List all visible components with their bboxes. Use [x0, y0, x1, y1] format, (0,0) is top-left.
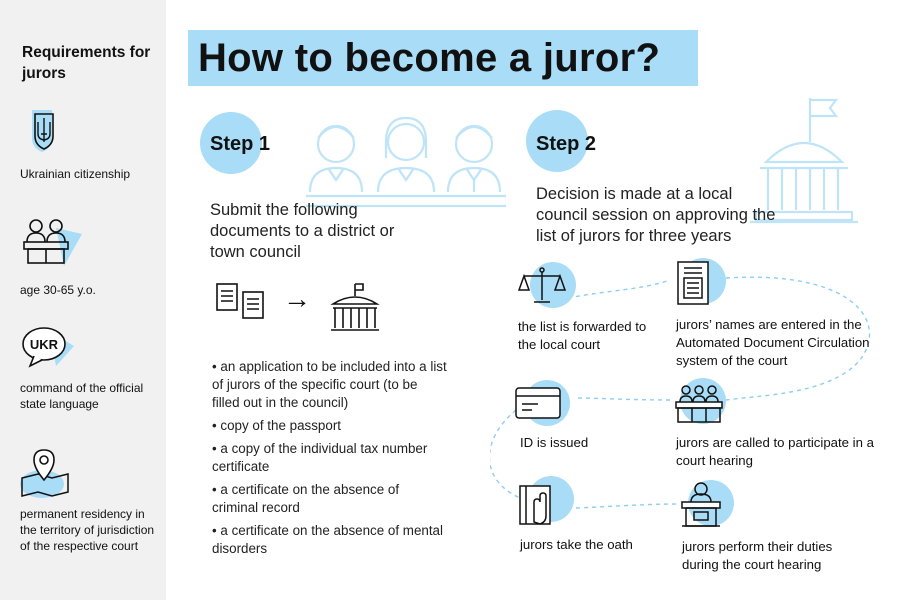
- court-building-illustration-icon: [750, 98, 858, 224]
- two-people-at-desk-icon: [20, 214, 82, 268]
- documents-icon: [216, 283, 264, 319]
- requirement-text: command of the official state language: [20, 381, 144, 411]
- requirement-language: UKR command of the official state langua…: [20, 322, 160, 412]
- scales-icon: [518, 267, 566, 303]
- trident-coat-of-arms-icon: [20, 108, 80, 162]
- people-illustration-icon: [306, 116, 506, 208]
- process-flow-connector: [490, 276, 871, 509]
- step-2-circle: [526, 110, 588, 172]
- process-step-label: jurors take the oath: [520, 537, 633, 552]
- requirement-text: age 30-65 y.o.: [20, 283, 96, 297]
- step-2-decision: Decision is made at a local council sess…: [536, 185, 776, 245]
- document-item: • a certificate on the absence of crimin…: [212, 482, 400, 515]
- requirement-age: age 30-65 y.o.: [20, 214, 160, 298]
- step-word: Step: [536, 133, 580, 155]
- document-item: • a copy of the individual tax number ce…: [212, 441, 428, 474]
- requirement-text: Ukrainian citizenship: [20, 167, 131, 181]
- requirement-residency: permanent residency in the territory of …: [20, 448, 160, 554]
- map-pin-icon: [20, 448, 80, 502]
- document-item: • an application to be included into a l…: [212, 359, 447, 410]
- requirements-sidebar: Requirements for jurors Ukrainian citize…: [0, 0, 166, 600]
- requirement-citizenship: Ukrainian citizenship: [20, 108, 160, 182]
- page-title: How to become a juror?: [198, 36, 661, 80]
- speech-bubble-icon: UKR: [20, 322, 80, 376]
- sidebar-title: Requirements for jurors: [22, 44, 151, 82]
- step-1-label: Step 1: [210, 131, 270, 157]
- step-1-instruction: Submit the following documents to a dist…: [210, 201, 395, 261]
- council-building-icon: [330, 283, 380, 331]
- step-1-circle: [200, 112, 262, 174]
- step-word: Step: [210, 133, 254, 155]
- step-2-label: Step 2: [536, 131, 596, 157]
- hand-on-book-icon: [519, 485, 551, 525]
- process-step-label: the list is forwarded to the local court: [518, 319, 647, 352]
- step-number: 1: [258, 133, 271, 155]
- documents-flow: →: [215, 282, 385, 338]
- process-step-label: jurors are called to participate in a co…: [676, 435, 874, 468]
- requirement-text: permanent residency in the territory of …: [20, 507, 155, 553]
- process-step-1-circle: [530, 262, 576, 308]
- arrow-right-icon: →: [283, 283, 311, 314]
- document-item: • copy of the passport: [212, 418, 341, 433]
- document-item: • a certificate on the absence of mental…: [212, 523, 443, 556]
- judge-at-podium-icon: [681, 482, 721, 527]
- process-step-label: jurors perform their duties during the c…: [682, 539, 833, 572]
- bubble-text: UKR: [30, 337, 59, 352]
- title-highlight: [188, 30, 698, 86]
- id-card-icon: [515, 387, 561, 419]
- document-system-icon: [677, 261, 709, 305]
- documents-list: • an application to be included into a l…: [212, 358, 448, 563]
- step-number: 2: [584, 133, 597, 155]
- jury-box-icon: [675, 385, 723, 423]
- process-step-label: ID is issued: [520, 435, 589, 450]
- process-step-label: jurors’ names are entered in the Automat…: [676, 317, 870, 368]
